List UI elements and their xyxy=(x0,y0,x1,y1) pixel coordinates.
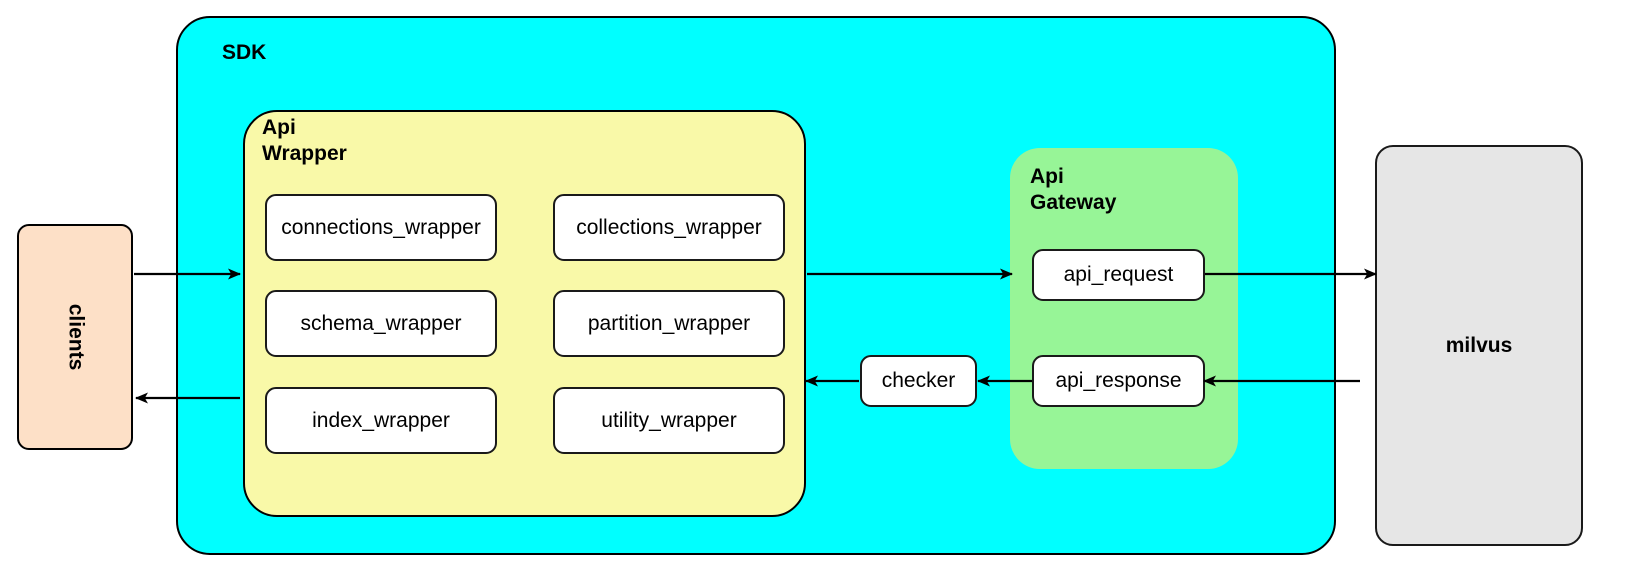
milvus-label: milvus xyxy=(1445,333,1513,357)
module-collections-wrapper[interactable]: collections_wrapper xyxy=(553,194,785,261)
module-schema-wrapper[interactable]: schema_wrapper xyxy=(265,290,497,357)
module-checker[interactable]: checker xyxy=(860,355,977,407)
sdk-label: SDK xyxy=(222,41,267,64)
clients-node[interactable]: clients xyxy=(17,224,133,450)
api-wrapper-label: Api Wrapper xyxy=(262,116,347,166)
api-gateway-label: Api Gateway xyxy=(1030,165,1117,215)
api-gateway-container xyxy=(1010,148,1238,469)
module-api-request[interactable]: api_request xyxy=(1032,249,1205,301)
clients-label: clients xyxy=(64,303,87,371)
module-partition-wrapper[interactable]: partition_wrapper xyxy=(553,290,785,357)
module-index-wrapper[interactable]: index_wrapper xyxy=(265,387,497,454)
module-utility-wrapper[interactable]: utility_wrapper xyxy=(553,387,785,454)
milvus-node[interactable]: milvus xyxy=(1375,145,1583,546)
module-api-response[interactable]: api_response xyxy=(1032,355,1205,407)
module-connections-wrapper[interactable]: connections_wrapper xyxy=(265,194,497,261)
